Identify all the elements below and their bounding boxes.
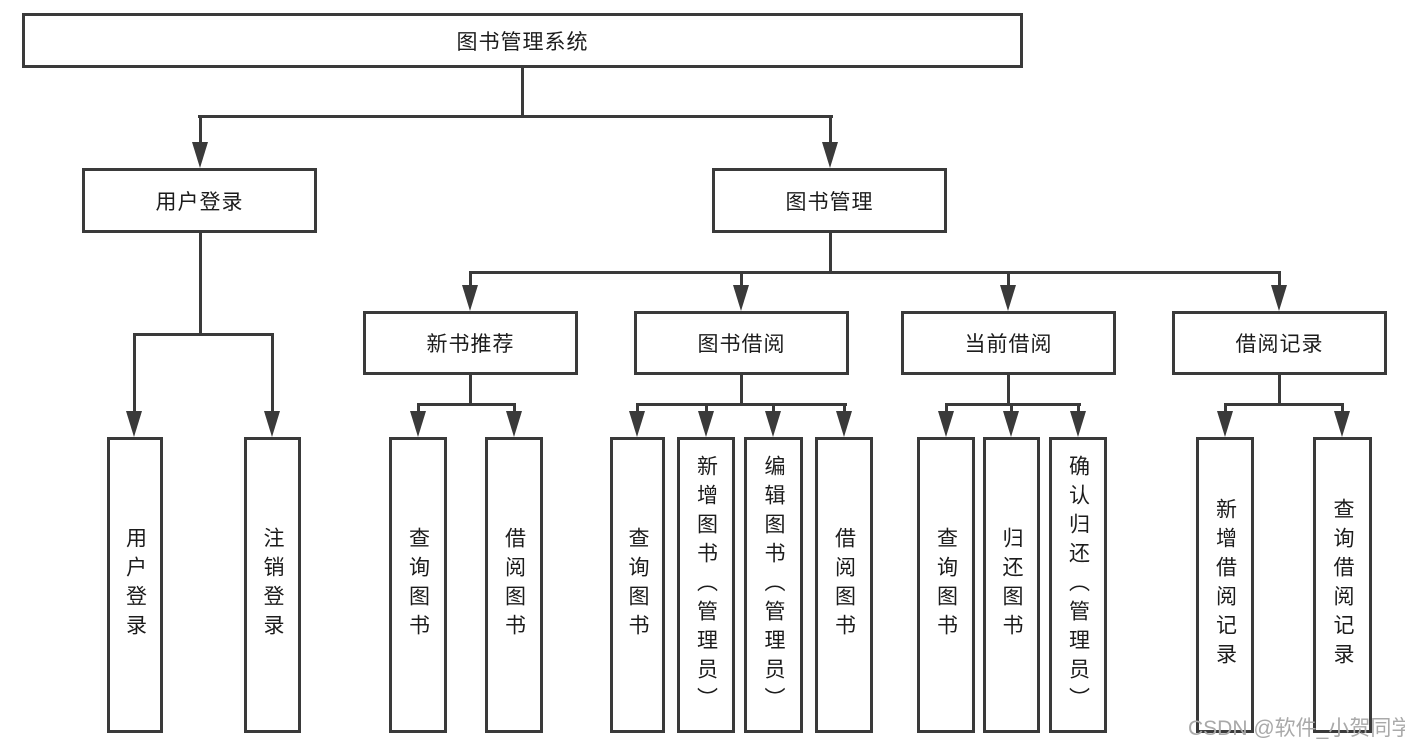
leaf-add-book-admin: 新增图书（管理员） bbox=[677, 437, 735, 733]
arrow-down-icon bbox=[629, 411, 645, 437]
connector-line bbox=[1340, 403, 1344, 411]
connector-line bbox=[1223, 403, 1227, 411]
connector-line bbox=[270, 333, 274, 411]
node-book-management: 图书管理 bbox=[712, 168, 947, 233]
arrow-down-icon bbox=[462, 285, 478, 311]
connector-line bbox=[468, 271, 1281, 274]
leaf-borrow-book-2-label: 借阅图书 bbox=[832, 527, 856, 643]
arrow-down-icon bbox=[506, 411, 522, 437]
node-new-book-recommend-label: 新书推荐 bbox=[426, 333, 515, 356]
arrow-down-icon bbox=[1334, 411, 1350, 437]
arrow-down-icon bbox=[1003, 411, 1019, 437]
node-root: 图书管理系统 bbox=[22, 13, 1023, 68]
connector-line bbox=[416, 403, 420, 411]
connector-line bbox=[132, 333, 136, 411]
connector-line bbox=[1223, 403, 1344, 406]
connector-line bbox=[771, 403, 775, 411]
arrow-down-icon bbox=[822, 142, 838, 168]
connector-line bbox=[468, 271, 472, 285]
leaf-query-book-3-label: 查询图书 bbox=[934, 527, 958, 643]
arrow-down-icon bbox=[1217, 411, 1233, 437]
connector-line bbox=[842, 403, 846, 411]
connector-line bbox=[520, 68, 524, 117]
connector-line bbox=[828, 115, 832, 142]
node-borrow-records: 借阅记录 bbox=[1172, 311, 1387, 375]
leaf-query-book-2: 查询图书 bbox=[610, 437, 665, 733]
node-root-label: 图书管理系统 bbox=[456, 30, 589, 54]
arrow-down-icon bbox=[1271, 285, 1287, 311]
leaf-confirm-return-admin-label: 确认归还（管理员） bbox=[1066, 454, 1090, 716]
connector-line bbox=[1076, 403, 1080, 411]
leaf-add-book-admin-label: 新增图书（管理员） bbox=[694, 454, 718, 716]
leaf-borrow-book-2: 借阅图书 bbox=[815, 437, 873, 733]
arrow-down-icon bbox=[836, 411, 852, 437]
leaf-edit-book-admin-label: 编辑图书（管理员） bbox=[762, 454, 785, 716]
connector-line bbox=[132, 333, 274, 336]
connector-line bbox=[512, 403, 516, 411]
leaf-query-book-1: 查询图书 bbox=[389, 437, 447, 733]
node-current-borrow: 当前借阅 bbox=[901, 311, 1116, 375]
arrow-down-icon bbox=[1070, 411, 1086, 437]
node-current-borrow-label: 当前借阅 bbox=[964, 333, 1053, 356]
leaf-edit-book-admin: 编辑图书（管理员） bbox=[744, 437, 803, 733]
connector-line bbox=[704, 403, 708, 411]
arrow-down-icon bbox=[698, 411, 714, 437]
connector-line bbox=[1277, 271, 1281, 285]
node-book-borrow: 图书借阅 bbox=[634, 311, 849, 375]
leaf-logout-label: 注销登录 bbox=[261, 527, 284, 643]
leaf-borrow-book-1-label: 借阅图书 bbox=[502, 527, 526, 643]
leaf-query-book-2-label: 查询图书 bbox=[626, 527, 649, 643]
leaf-confirm-return-admin: 确认归还（管理员） bbox=[1049, 437, 1107, 733]
arrow-down-icon bbox=[1000, 285, 1016, 311]
arrow-down-icon bbox=[938, 411, 954, 437]
leaf-query-borrow-record: 查询借阅记录 bbox=[1313, 437, 1372, 733]
arrow-down-icon bbox=[264, 411, 280, 437]
leaf-add-borrow-record-label: 新增借阅记录 bbox=[1213, 498, 1237, 672]
leaf-user-login: 用户登录 bbox=[107, 437, 163, 733]
connector-line bbox=[635, 403, 639, 411]
leaf-logout: 注销登录 bbox=[244, 437, 301, 733]
connector-line bbox=[740, 375, 743, 405]
connector-line bbox=[1009, 403, 1013, 411]
node-book-borrow-label: 图书借阅 bbox=[697, 333, 786, 356]
csdn-watermark: CSDN @软件_小贺同学 bbox=[1188, 717, 1405, 740]
node-new-book-recommend: 新书推荐 bbox=[363, 311, 578, 375]
arrow-down-icon bbox=[192, 142, 208, 168]
connector-line bbox=[197, 115, 833, 118]
connector-line bbox=[944, 403, 1081, 406]
connector-line bbox=[198, 115, 202, 142]
leaf-query-borrow-record-label: 查询借阅记录 bbox=[1331, 498, 1354, 672]
connector-line bbox=[944, 403, 948, 411]
arrow-down-icon bbox=[733, 285, 749, 311]
leaf-return-book: 归还图书 bbox=[983, 437, 1040, 733]
connector-line bbox=[739, 271, 743, 285]
arrow-down-icon bbox=[765, 411, 781, 437]
leaf-add-borrow-record: 新增借阅记录 bbox=[1196, 437, 1254, 733]
leaf-query-book-3: 查询图书 bbox=[917, 437, 975, 733]
leaf-borrow-book-1: 借阅图书 bbox=[485, 437, 543, 733]
leaf-user-login-label: 用户登录 bbox=[123, 527, 147, 643]
node-book-management-label: 图书管理 bbox=[785, 190, 874, 214]
connector-line bbox=[635, 403, 847, 406]
connector-line bbox=[469, 375, 472, 405]
node-borrow-records-label: 借阅记录 bbox=[1235, 333, 1324, 356]
connector-line bbox=[198, 233, 202, 335]
node-user-login-label: 用户登录 bbox=[155, 190, 244, 214]
connector-line bbox=[1006, 271, 1010, 285]
leaf-query-book-1-label: 查询图书 bbox=[406, 527, 430, 643]
connector-line bbox=[416, 403, 516, 406]
connector-line bbox=[828, 233, 832, 273]
connector-line bbox=[1278, 375, 1281, 405]
leaf-return-book-label: 归还图书 bbox=[1000, 527, 1023, 643]
arrow-down-icon bbox=[410, 411, 426, 437]
arrow-down-icon bbox=[126, 411, 142, 437]
node-user-login: 用户登录 bbox=[82, 168, 317, 233]
connector-line bbox=[1007, 375, 1010, 405]
